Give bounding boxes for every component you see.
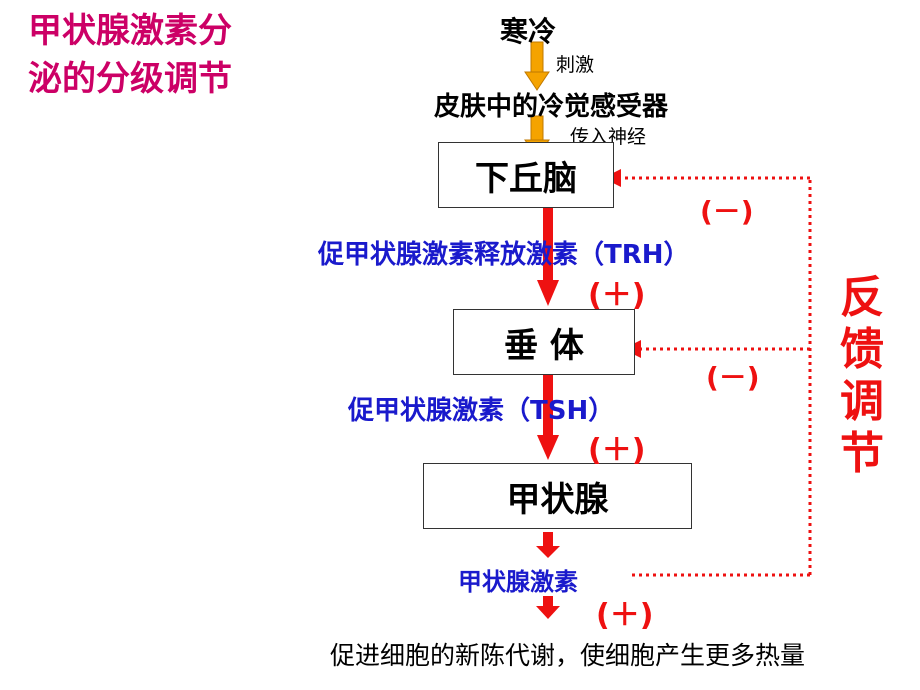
title-line-1: 甲状腺激素分 — [28, 11, 232, 51]
thyroid-box: 甲状腺 — [423, 463, 692, 529]
red-arrow-thyroid-to-hormone — [536, 532, 560, 558]
tsh-label: 促甲状腺激素（TSH） — [348, 396, 615, 426]
pituitary-box: 垂 体 — [453, 309, 635, 375]
orange-arrow-1 — [524, 41, 550, 91]
red-arrow-hormone-to-effect — [536, 596, 560, 619]
plus-sign-1: (＋) — [588, 278, 646, 313]
minus-sign-2: (－) — [706, 361, 760, 394]
thyroid-label: 甲状腺 — [506, 479, 609, 520]
minus-sign-1: (－) — [700, 195, 754, 228]
hypothalamus-box: 下丘脑 — [438, 142, 614, 208]
trh-label: 促甲状腺激素释放激素（TRH） — [318, 240, 690, 270]
cold-receptor: 皮肤中的冷觉感受器 — [434, 92, 669, 122]
feedback-regulation-label: 反馈调节 — [840, 272, 884, 479]
red-arrow-hypothalamus-to-pituitary — [537, 208, 559, 306]
red-arrow-pituitary-to-thyroid — [537, 375, 559, 460]
title-line-2: 泌的分级调节 — [28, 59, 232, 99]
effect-text: 促进细胞的新陈代谢，使细胞产生更多热量 — [330, 641, 806, 670]
plus-sign-3: (＋) — [596, 598, 654, 633]
hypothalamus-label: 下丘脑 — [475, 158, 577, 199]
plus-sign-2: (＋) — [588, 433, 646, 468]
stimulus-cold: 寒冷 — [500, 15, 557, 48]
thyroid-hormone-label: 甲状腺激素 — [458, 568, 578, 596]
feedback-lines — [603, 169, 812, 577]
stimulus-label: 刺激 — [556, 54, 595, 76]
pituitary-label: 垂 体 — [504, 325, 584, 366]
